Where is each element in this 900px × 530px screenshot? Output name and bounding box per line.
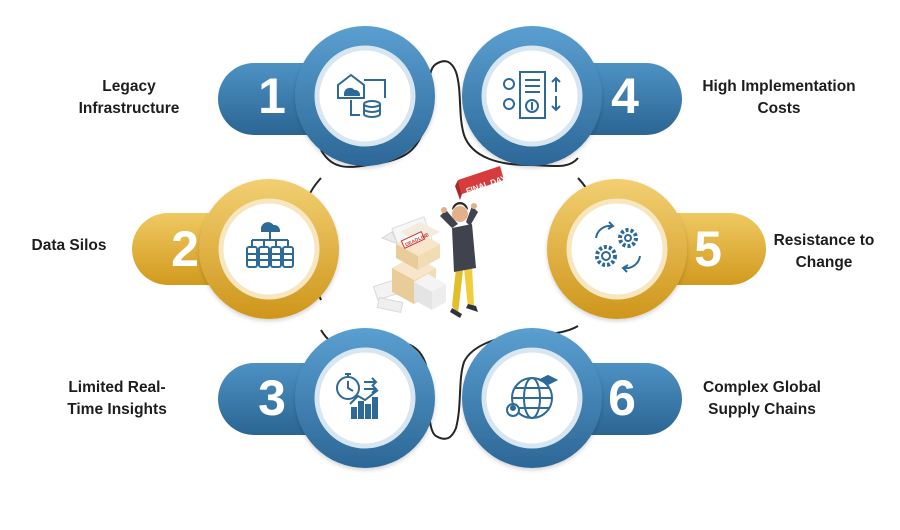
- final-day-sign: FINAL DAY: [455, 166, 508, 200]
- label-line: Supply Chains: [708, 401, 816, 418]
- person: [440, 202, 478, 318]
- item-6: 6: [462, 328, 682, 468]
- label-line: Time Insights: [67, 401, 167, 418]
- number-tab: [580, 63, 682, 135]
- item-number: 3: [258, 370, 286, 426]
- item-5: 5: [547, 179, 766, 319]
- item-number: 6: [608, 370, 636, 426]
- icon-disc: [481, 45, 583, 147]
- icon-disc: [566, 198, 668, 300]
- number-tab: [580, 363, 682, 435]
- globe-network-icon: [506, 374, 559, 419]
- label-item-4: High Implementation Costs: [676, 76, 882, 120]
- label-line: Infrastructure: [78, 100, 180, 117]
- box-stack: DEADLINE: [392, 222, 446, 310]
- label-item-1: Legacy Infrastructure: [58, 76, 200, 120]
- label-item-2: Data Silos: [14, 235, 124, 257]
- cloud-database-icon: [337, 73, 386, 118]
- label-line: Change: [795, 254, 853, 271]
- label-line: Costs: [757, 100, 801, 117]
- item-number: 5: [694, 221, 722, 277]
- item-number: 2: [171, 221, 199, 277]
- item-2: 2: [132, 179, 339, 319]
- item-number: 1: [258, 68, 286, 124]
- stopwatch-chart-icon: [336, 373, 379, 419]
- item-3: 3: [218, 328, 435, 468]
- label-line: Resistance to: [773, 232, 875, 249]
- cost-document-icon: [503, 71, 561, 119]
- number-tab: [218, 363, 320, 435]
- label-line: Data Silos: [31, 237, 107, 254]
- number-tab: [218, 63, 320, 135]
- label-line: Complex Global: [703, 379, 821, 396]
- icon-disc: [314, 347, 416, 449]
- label-item-5: Resistance to Change: [756, 230, 892, 274]
- data-silos-icon: [246, 222, 294, 268]
- label-line: High Implementation: [702, 78, 856, 95]
- item-number: 4: [611, 68, 639, 124]
- label-item-6: Complex Global Supply Chains: [682, 377, 842, 421]
- number-tab: [664, 213, 766, 285]
- item-4: 4: [462, 26, 682, 166]
- label-line: Limited Real-: [68, 379, 166, 396]
- item-1: 1: [218, 26, 435, 166]
- label-item-3: Limited Real- Time Insights: [42, 377, 192, 421]
- stressed-person-illustration: DEADLINE FINAL DAY: [372, 166, 508, 318]
- label-line: Legacy: [102, 78, 156, 95]
- gears-cycle-icon: [595, 221, 641, 273]
